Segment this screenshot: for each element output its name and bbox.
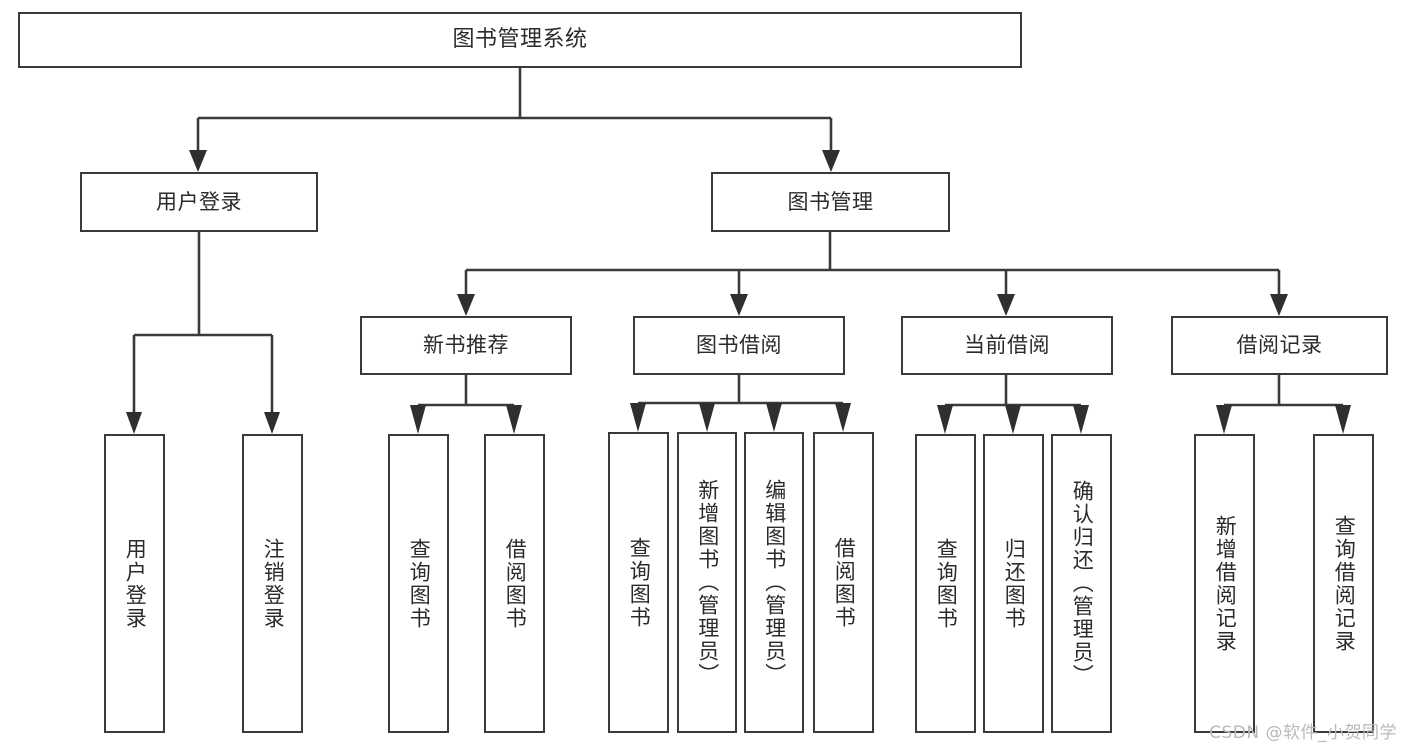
watermark-text: CSDN @软件_小贺同学 [1209, 723, 1397, 743]
node-leaf-add-record[interactable]: 新增借阅记录 [1194, 434, 1255, 733]
node-root-system-label: 图书管理系统 [452, 27, 588, 52]
arrow-bookmgmt-to-borrow-record [1270, 294, 1288, 316]
node-book-borrow-label: 图书借阅 [696, 333, 782, 357]
node-leaf-query-book-2[interactable]: 查询图书 [608, 432, 669, 733]
node-leaf-user-login[interactable]: 用户登录 [104, 434, 165, 733]
arrow-bookborrow-to-leaf4 [835, 403, 851, 432]
node-root-system[interactable]: 图书管理系统 [18, 12, 1022, 68]
node-leaf-borrow-book-2[interactable]: 借阅图书 [813, 432, 874, 733]
node-leaf-query-book-2-label: 查询图书 [627, 536, 652, 629]
arrow-bookmgmt-to-new-book [457, 294, 475, 316]
node-leaf-return-book-label: 归还图书 [1002, 537, 1027, 630]
node-new-book-recommend[interactable]: 新书推荐 [360, 316, 572, 375]
arrow-currentborrow-to-leaf3 [1073, 405, 1089, 434]
arrow-bookborrow-to-leaf2 [699, 403, 715, 432]
node-leaf-query-book-1[interactable]: 查询图书 [388, 434, 449, 733]
arrow-borrowrecord-to-leaf1 [1216, 405, 1232, 434]
arrow-bookmgmt-to-book-borrow [730, 294, 748, 316]
node-leaf-edit-book-label: 编辑图书（管理员） [762, 479, 787, 686]
node-leaf-query-book-3-label: 查询图书 [934, 537, 959, 630]
node-leaf-return-book[interactable]: 归还图书 [983, 434, 1044, 733]
node-leaf-query-record[interactable]: 查询借阅记录 [1313, 434, 1374, 733]
node-leaf-confirm-return-label: 确认归还（管理员） [1070, 480, 1095, 687]
node-current-borrow[interactable]: 当前借阅 [901, 316, 1113, 375]
node-new-book-recommend-label: 新书推荐 [423, 333, 509, 357]
arrow-currentborrow-to-leaf1 [937, 405, 953, 434]
arrow-bookborrow-to-leaf1 [630, 403, 646, 432]
arrow-currentborrow-to-leaf2 [1005, 405, 1021, 434]
node-leaf-borrow-book-2-label: 借阅图书 [832, 536, 857, 629]
arrow-borrowrecord-to-leaf2 [1335, 405, 1351, 434]
node-leaf-confirm-return[interactable]: 确认归还（管理员） [1051, 434, 1112, 733]
node-leaf-borrow-book-1[interactable]: 借阅图书 [484, 434, 545, 733]
node-leaf-query-book-1-label: 查询图书 [407, 537, 432, 630]
arrow-newbook-to-leaf1 [410, 405, 426, 434]
node-book-borrow[interactable]: 图书借阅 [633, 316, 845, 375]
node-leaf-user-login-label: 用户登录 [123, 537, 148, 630]
node-leaf-edit-book[interactable]: 编辑图书（管理员） [744, 432, 804, 733]
node-leaf-add-record-label: 新增借阅记录 [1213, 514, 1238, 653]
node-leaf-query-record-label: 查询借阅记录 [1332, 514, 1357, 653]
node-leaf-query-book-3[interactable]: 查询图书 [915, 434, 976, 733]
node-book-management[interactable]: 图书管理 [711, 172, 950, 232]
node-borrow-record[interactable]: 借阅记录 [1171, 316, 1388, 375]
node-user-login[interactable]: 用户登录 [80, 172, 318, 232]
node-leaf-add-book-label: 新增图书（管理员） [695, 479, 720, 686]
node-user-login-label: 用户登录 [156, 189, 242, 214]
arrow-userlogin-to-leaf2 [264, 412, 280, 434]
arrow-newbook-to-leaf2 [506, 405, 522, 434]
node-leaf-add-book[interactable]: 新增图书（管理员） [677, 432, 737, 733]
arrow-root-to-user-login [189, 150, 207, 172]
arrow-bookborrow-to-leaf3 [766, 403, 782, 432]
arrow-root-to-book-management [822, 150, 840, 172]
node-leaf-logout-label: 注销登录 [261, 537, 286, 630]
node-leaf-borrow-book-1-label: 借阅图书 [503, 537, 528, 630]
arrow-bookmgmt-to-current-borrow [997, 294, 1015, 316]
node-book-management-label: 图书管理 [787, 189, 874, 214]
arrow-userlogin-to-leaf1 [126, 412, 142, 434]
node-leaf-logout[interactable]: 注销登录 [242, 434, 303, 733]
node-borrow-record-label: 借阅记录 [1236, 333, 1323, 357]
node-current-borrow-label: 当前借阅 [964, 333, 1050, 357]
